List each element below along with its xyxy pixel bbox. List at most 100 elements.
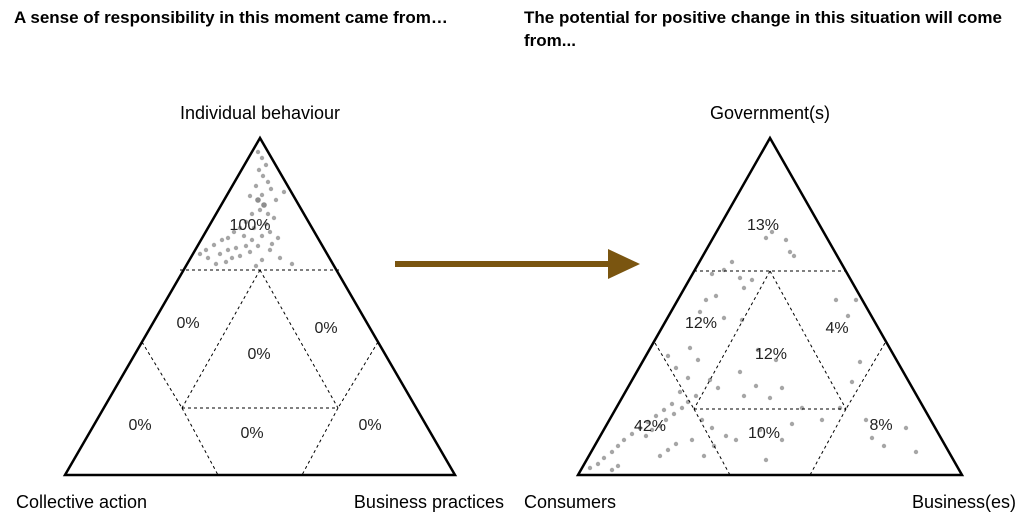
right-scatter-point	[709, 271, 715, 277]
left-scatter-point	[251, 225, 257, 231]
right-scatter-point	[837, 405, 843, 411]
left-scatter-point	[269, 241, 275, 247]
left-corner-bottom-right-label: Business practices	[354, 492, 504, 512]
left-scatter-points	[197, 149, 295, 269]
right-region-dividers	[654, 270, 886, 476]
left-scatter-point	[213, 261, 219, 267]
right-scatter-point	[707, 377, 713, 383]
right-scatter-point	[787, 249, 793, 255]
left-scatter-point	[267, 229, 273, 235]
left-scatter-point	[229, 255, 235, 261]
right-scatter-point	[665, 353, 671, 359]
right-scatter-point	[677, 389, 683, 395]
left-scatter-point	[231, 229, 237, 235]
left-scatter-point	[277, 255, 283, 261]
right-scatter-point	[693, 393, 699, 399]
left-scatter-point	[259, 257, 265, 263]
left-scatter-point	[197, 251, 203, 257]
right-scatter-point	[653, 413, 659, 419]
left-scatter-point	[265, 211, 271, 217]
right-scatter-point	[857, 359, 863, 365]
right-diagram-heading: The potential for positive change in thi…	[524, 8, 1002, 50]
right-scatter-point	[657, 453, 663, 459]
right-scatter-point	[685, 375, 691, 381]
right-region-bottom-center-value: 10%	[748, 425, 780, 442]
right-scatter-point	[609, 449, 615, 455]
left-scatter-point	[260, 173, 266, 179]
right-scatter-point	[679, 405, 685, 411]
right-scatter-point	[697, 309, 703, 315]
right-scatter-point	[767, 395, 773, 401]
right-scatter-point	[721, 267, 727, 273]
right-scatter-point	[773, 357, 779, 363]
right-scatter-point	[657, 423, 663, 429]
right-scatter-point	[721, 315, 727, 321]
left-region-bottom-left-value: 0%	[128, 417, 151, 434]
left-scatter-point	[261, 202, 267, 208]
right-scatter-point	[863, 417, 869, 423]
right-scatter-point	[733, 437, 739, 443]
right-scatter-point	[769, 229, 775, 235]
right-scatter-point	[723, 433, 729, 439]
right-scatter-point	[789, 421, 795, 427]
left-region-mid-right-value: 0%	[314, 320, 337, 337]
left-scatter-point	[267, 247, 273, 253]
right-scatter-point	[757, 427, 763, 433]
left-scatter-point	[225, 247, 231, 253]
right-scatter-point	[673, 365, 679, 371]
left-scatter-point	[249, 237, 255, 243]
left-scatter-point	[255, 243, 261, 249]
right-scatter-point	[755, 347, 761, 353]
left-scatter-point	[263, 221, 269, 227]
right-scatter-point	[729, 259, 735, 265]
right-scatter-point	[601, 455, 607, 461]
right-scatter-point	[661, 407, 667, 413]
left-scatter-point	[255, 149, 261, 155]
left-scatter-point	[273, 197, 279, 203]
left-scatter-point	[247, 193, 253, 199]
right-scatter-point	[709, 425, 715, 431]
right-scatter-point	[741, 393, 747, 399]
right-scatter-point	[615, 443, 621, 449]
transition-arrow	[395, 249, 640, 279]
right-scatter-point	[913, 449, 919, 455]
left-triangle-outline	[62, 135, 458, 477]
right-scatter-point	[595, 461, 601, 467]
right-triangle-diagram: Government(s) Consumers Business(es) 13%…	[524, 103, 1016, 512]
right-scatter-point	[741, 285, 747, 291]
right-scatter-point	[713, 293, 719, 299]
left-scatter-point	[257, 207, 263, 213]
left-scatter-point	[203, 247, 209, 253]
right-scatter-point	[779, 437, 785, 443]
left-scatter-point	[225, 235, 231, 241]
right-scatter-point	[587, 465, 593, 471]
left-scatter-point	[243, 219, 249, 225]
right-scatter-point	[689, 437, 695, 443]
left-scatter-point	[217, 251, 223, 257]
left-scatter-point	[237, 225, 243, 231]
right-triangle-outline	[575, 135, 965, 477]
right-scatter-point	[749, 277, 755, 283]
right-scatter-point	[881, 443, 887, 449]
left-scatter-point	[259, 192, 265, 198]
left-region-bottom-center-value: 0%	[240, 425, 263, 442]
left-scatter-point	[265, 179, 271, 185]
right-scatter-point	[763, 235, 769, 241]
right-scatter-point	[737, 369, 743, 375]
left-region-mid-left-value: 0%	[176, 315, 199, 332]
right-scatter-point	[629, 431, 635, 437]
left-corner-top-label: Individual behaviour	[180, 103, 340, 123]
right-scatter-point	[637, 425, 643, 431]
right-scatter-point	[645, 419, 651, 425]
right-scatter-point	[753, 383, 759, 389]
right-scatter-point	[833, 297, 839, 303]
left-region-center-value: 0%	[247, 346, 270, 363]
left-scatter-point	[259, 233, 265, 239]
left-corner-bottom-left-label: Collective action	[16, 492, 147, 512]
left-scatter-point	[255, 197, 261, 203]
arrow-head	[608, 249, 640, 279]
right-corner-top-label: Government(s)	[710, 103, 830, 123]
left-scatter-point	[205, 255, 211, 261]
right-region-top-value: 13%	[747, 217, 779, 234]
left-region-top-value: 100%	[230, 217, 271, 234]
